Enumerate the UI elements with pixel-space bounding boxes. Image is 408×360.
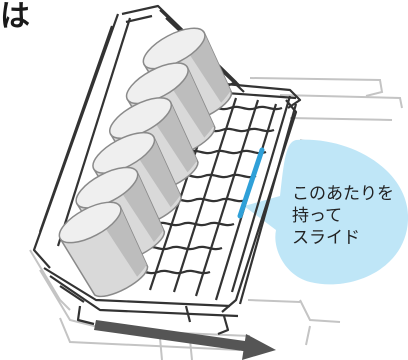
partial-heading-char: は: [0, 0, 30, 34]
callout-line-3: スライド: [292, 228, 360, 248]
callout-bubble: [244, 139, 408, 285]
cups-group: [58, 27, 233, 298]
callout-text: このあたりを 持って スライド: [292, 183, 408, 249]
grip-highlight: [237, 147, 265, 219]
callout-line-2: 持って: [292, 206, 343, 226]
callout-line-1: このあたりを: [292, 184, 394, 204]
slide-arrow: [94, 320, 276, 360]
cup: [58, 201, 149, 298]
